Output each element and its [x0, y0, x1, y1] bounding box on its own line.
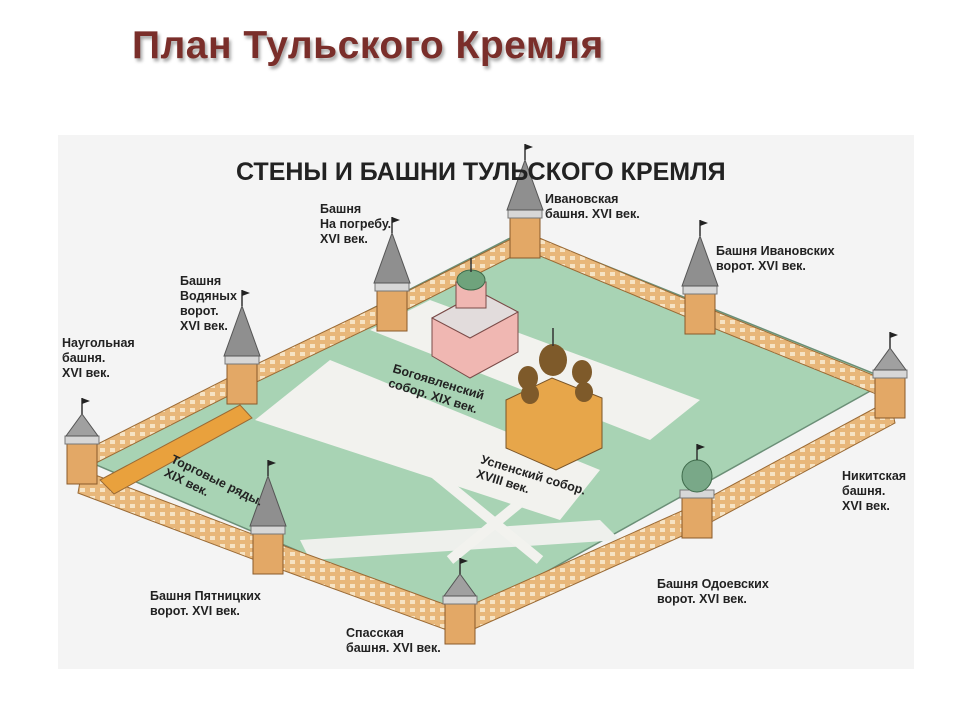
label-line: башня.: [842, 484, 885, 498]
label-line: Никитская: [842, 469, 906, 483]
label-line: башня. XVI век.: [545, 207, 640, 221]
label-line: Наугольная: [62, 336, 135, 350]
tower-ivanovskaya: [506, 144, 544, 259]
label-line: Спасская: [346, 626, 404, 640]
label-line: Башня Пятницких: [150, 589, 261, 603]
label-line: Водяных: [180, 289, 237, 303]
label-line: XVI век.: [180, 319, 228, 333]
tower-na-pogrebu: [373, 217, 411, 332]
label-line: башня.: [62, 351, 105, 365]
tower-vodyanyh-vorot: [223, 290, 261, 405]
tower-ivanovskih-vorot: [681, 220, 719, 335]
label-line: ворот.: [180, 304, 219, 318]
tower-nikitskaya: [872, 332, 908, 419]
slide-title: План Тульского Кремля: [132, 24, 604, 67]
label-line: ворот. XVI век.: [150, 604, 240, 618]
label-line: Башня: [180, 274, 221, 288]
label-line: XVI век.: [320, 232, 368, 246]
tower-naugolnaya: [64, 398, 100, 485]
label-line: XVI век.: [842, 499, 890, 513]
tower-spasskaya: [442, 558, 478, 645]
label-line: Башня Одоевских: [657, 577, 769, 591]
label-line: XVI век.: [62, 366, 110, 380]
label-line: Башня: [320, 202, 361, 216]
bogoyavlensky-cathedral: [430, 258, 520, 379]
label-line: ворот. XVI век.: [716, 259, 806, 273]
diagram-heading: СТЕНЫ И БАШНИ ТУЛЬСКОГО КРЕМЛЯ: [236, 158, 726, 186]
tower-pyatnitskih-vorot: [249, 460, 287, 575]
tower-odoevskih-vorot: [679, 444, 715, 539]
label-line: ворот. XVI век.: [657, 592, 747, 606]
label-line: Ивановская: [545, 192, 618, 206]
label-line: Башня Ивановских: [716, 244, 835, 258]
uspensky-cathedral: [505, 328, 603, 471]
label-line: На погребу.: [320, 217, 391, 231]
label-line: башня. XVI век.: [346, 641, 441, 655]
